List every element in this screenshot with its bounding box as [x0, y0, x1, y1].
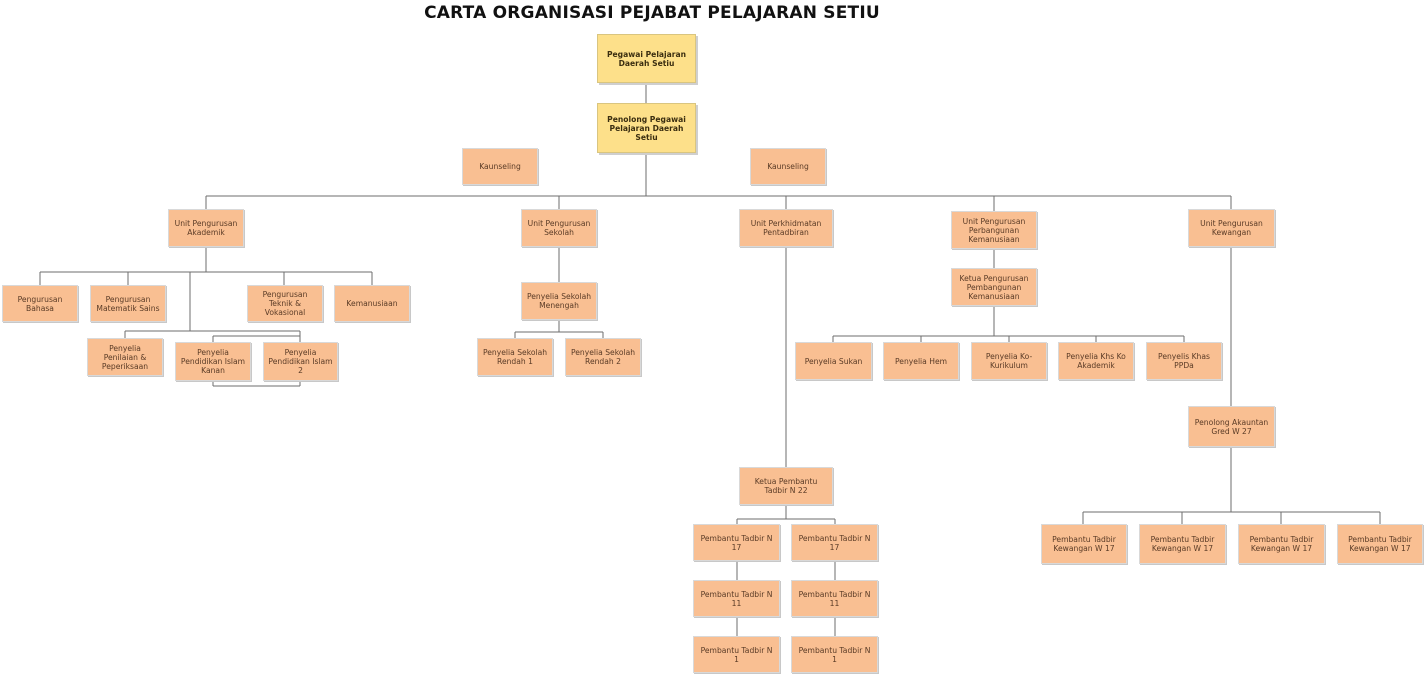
node-unit-pentadbiran: Unit Perkhidmatan Pentadbiran	[739, 209, 833, 247]
node-penyelia-sekolah-rendah-1: Penyelia Sekolah Rendah 1	[477, 338, 553, 376]
node-pegawai-pelajaran-daerah: Pegawai Pelajaran Daerah Setiu	[597, 34, 696, 83]
node-kaunseling-left: Kaunseling	[462, 148, 538, 185]
node-penyelia-pendidikan-islam-2: Penyelia Pendidikan Islam 2	[263, 342, 338, 381]
node-kemanusiaan: Kemanusiaan	[334, 285, 410, 322]
node-pengurusan-bahasa: Pengurusan Bahasa	[2, 285, 78, 322]
node-penolong-akauntan: Penolong Akauntan Gred W 27	[1188, 406, 1275, 447]
node-penyelia-pendidikan-islam-kanan: Penyelia Pendidikan Islam Kanan	[175, 342, 251, 381]
node-penyelia-kokurikulum: Penyelia Ko-Kurikulum	[971, 342, 1047, 380]
node-pengurusan-teknik: Pengurusan Teknik & Vokasional	[247, 285, 323, 322]
node-penolong-pegawai-pelajaran: Penolong Pegawai Pelajaran Daerah Setiu	[597, 103, 696, 153]
node-pembantu-tadbir-n1-right: Pembantu Tadbir N 1	[791, 636, 878, 673]
node-penyelia-hem: Penyelia Hem	[883, 342, 959, 380]
node-pembantu-tadbir-n17-right: Pembantu Tadbir N 17	[791, 524, 878, 561]
node-pembantu-tadbir-n11-right: Pembantu Tadbir N 11	[791, 580, 878, 617]
node-pengurusan-matematik-sains: Pengurusan Matematik Sains	[90, 285, 166, 322]
chart-title: CARTA ORGANISASI PEJABAT PELAJARAN SETIU	[424, 3, 880, 23]
node-unit-kemanusiaan: Unit Pengurusan Perbangunan Kemanusiaan	[951, 211, 1037, 249]
node-kaunseling-right: Kaunseling	[750, 148, 826, 185]
node-ketua-pembantu-tadbir: Ketua Pembantu Tadbir N 22	[739, 467, 833, 505]
node-unit-kewangan: Unit Pengurusan Kewangan	[1188, 209, 1275, 247]
node-pembantu-tadbir-n1-left: Pembantu Tadbir N 1	[693, 636, 780, 673]
node-penyelia-penilaian: Penyelia Penilaian & Peperiksaan	[87, 338, 163, 376]
node-pembantu-tadbir-kewangan-3: Pembantu Tadbir Kewangan W 17	[1238, 524, 1325, 564]
node-unit-akademik: Unit Pengurusan Akademik	[168, 209, 244, 247]
node-ketua-pengurusan-kemanusiaan: Ketua Pengurusan Pembangunan Kemanusiaan	[951, 268, 1037, 306]
node-unit-sekolah: Unit Pengurusan Sekolah	[521, 209, 597, 247]
node-pembantu-tadbir-kewangan-2: Pembantu Tadbir Kewangan W 17	[1139, 524, 1226, 564]
node-penyelia-sekolah-menengah: Penyelia Sekolah Menengah	[521, 282, 597, 320]
node-penyelia-khas-ppda: Penyelis Khas PPDa	[1146, 342, 1222, 380]
node-pembantu-tadbir-kewangan-4: Pembantu Tadbir Kewangan W 17	[1337, 524, 1423, 564]
node-penyelia-khs-ko-akademik: Penyelia Khs Ko Akademik	[1058, 342, 1134, 380]
node-penyelia-sekolah-rendah-2: Penyelia Sekolah Rendah 2	[565, 338, 641, 376]
node-penyelia-sukan: Penyelia Sukan	[795, 342, 872, 380]
node-pembantu-tadbir-n17-left: Pembantu Tadbir N 17	[693, 524, 780, 561]
node-pembantu-tadbir-n11-left: Pembantu Tadbir N 11	[693, 580, 780, 617]
node-pembantu-tadbir-kewangan-1: Pembantu Tadbir Kewangan W 17	[1041, 524, 1127, 564]
